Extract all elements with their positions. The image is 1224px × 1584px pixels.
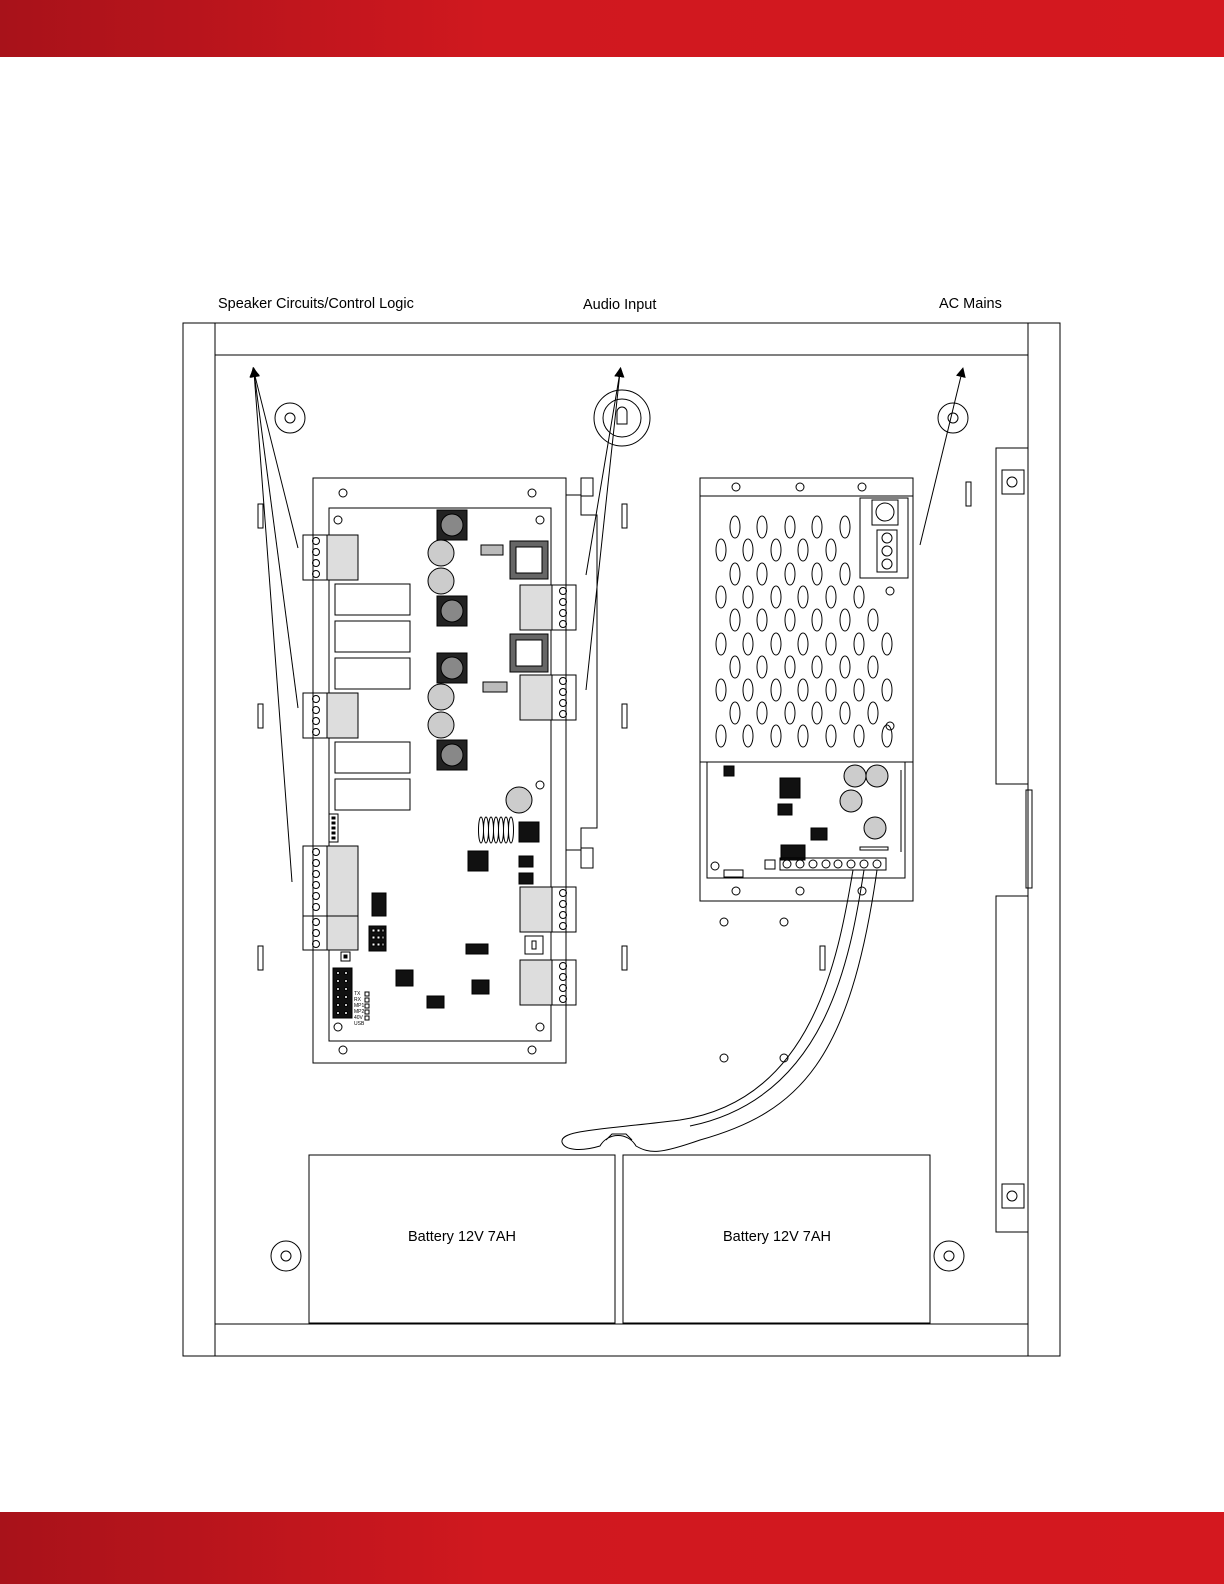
battery-cable <box>562 870 877 1151</box>
led-indicators <box>365 992 369 1020</box>
led-label-usb: USB <box>354 1021 365 1027</box>
battery-left-label: Battery 12V 7AH <box>408 1229 516 1245</box>
battery-right-label: Battery 12V 7AH <box>723 1229 831 1245</box>
hinge-upper <box>996 448 1028 784</box>
hinge-lower <box>996 896 1028 1232</box>
mounting-holes <box>271 390 968 1271</box>
led-labels: TX RX MP1 MP2 40V USB <box>354 991 365 1027</box>
psu-ventilation <box>716 516 892 747</box>
inductor-coil <box>479 817 514 843</box>
